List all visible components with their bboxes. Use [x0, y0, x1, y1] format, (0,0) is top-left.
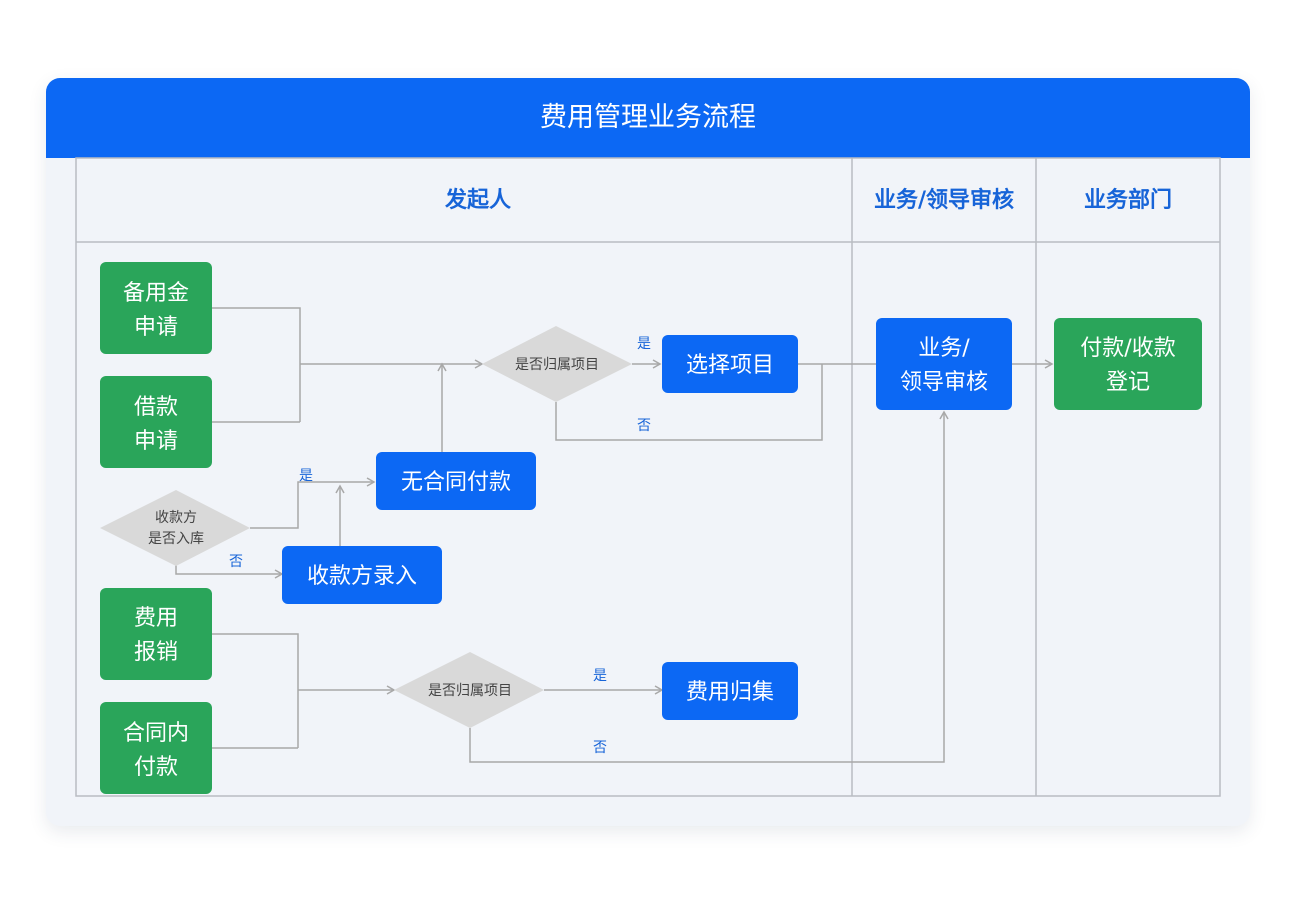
decision-belongs-project-2: 是否归属项目: [394, 652, 544, 728]
node-loan-line2: 申请: [134, 429, 178, 454]
edge-decision2-no: [469, 410, 949, 763]
edge-label-no-3: 否: [593, 740, 607, 756]
node-reserve-fund: 备用金 申请: [100, 262, 212, 354]
edge-payee-no: [175, 564, 284, 579]
node-payment-register-line1: 付款/收款: [1080, 336, 1175, 361]
decision-belongs-project-1-label: 是否归属项目: [515, 356, 599, 373]
decision-payee-in-db-line2: 是否入库: [148, 531, 204, 547]
page-title: 费用管理业务流程: [46, 78, 1250, 158]
edge-label-yes-3: 是: [593, 668, 607, 684]
node-payee-entry-label: 收款方录入: [307, 564, 417, 589]
node-contract-payment-line1: 合同内: [123, 721, 189, 746]
node-contract-payment: 合同内 付款: [100, 702, 212, 794]
node-no-contract-payment-label: 无合同付款: [401, 470, 511, 495]
lane-title-review: 业务/领导审核: [874, 187, 1014, 213]
edge-reserve-merge: [212, 307, 301, 422]
lane-title-department: 业务部门: [1084, 187, 1172, 213]
node-review-line1: 业务/: [918, 336, 970, 361]
edge-expense-merge: [212, 633, 299, 748]
swimlane-grid: [75, 157, 1221, 797]
connectors: [175, 307, 1054, 763]
node-loan-line1: 借款: [134, 395, 178, 420]
node-payment-register-line2: 登记: [1106, 370, 1150, 395]
edge-payee-yes: [250, 477, 376, 529]
node-loan: 借款 申请: [100, 376, 212, 468]
node-select-project-label: 选择项目: [686, 353, 774, 378]
edge-label-no-1: 否: [637, 418, 651, 434]
lane-title-initiator: 发起人: [444, 187, 511, 213]
decision-payee-in-db-line1: 收款方: [155, 510, 197, 526]
node-no-contract-payment: 无合同付款: [376, 452, 536, 510]
node-expense-reimburse-line2: 报销: [134, 640, 178, 665]
edge-decision1-no: [555, 364, 823, 441]
node-review: 业务/ 领导审核: [876, 318, 1012, 410]
edge-label-yes-2: 是: [299, 468, 313, 484]
node-select-project: 选择项目: [662, 335, 798, 393]
edge-label-yes-1: 是: [637, 336, 651, 352]
edge-label-no-2: 否: [229, 554, 243, 570]
decision-payee-in-db: 收款方 是否入库: [100, 490, 250, 566]
swimlane-diagram: 发起人 业务/领导审核 业务部门 备用: [75, 157, 1221, 797]
node-expense-reimburse-line1: 费用: [134, 606, 178, 631]
decision-belongs-project-2-label: 是否归属项目: [428, 682, 512, 699]
node-expense-collect: 费用归集: [662, 662, 798, 720]
node-expense-reimburse: 费用 报销: [100, 588, 212, 680]
node-review-line2: 领导审核: [900, 370, 988, 395]
node-reserve-fund-line2: 申请: [134, 315, 178, 340]
decision-belongs-project-1: 是否归属项目: [482, 326, 632, 402]
node-reserve-fund-line1: 备用金: [123, 281, 189, 306]
node-contract-payment-line2: 付款: [134, 755, 178, 780]
flowchart-card: 费用管理业务流程 发起人 业务/领导审核 业务部门: [46, 78, 1250, 826]
node-expense-collect-label: 费用归集: [686, 680, 774, 705]
node-payee-entry: 收款方录入: [282, 546, 442, 604]
node-payment-register: 付款/收款 登记: [1054, 318, 1202, 410]
